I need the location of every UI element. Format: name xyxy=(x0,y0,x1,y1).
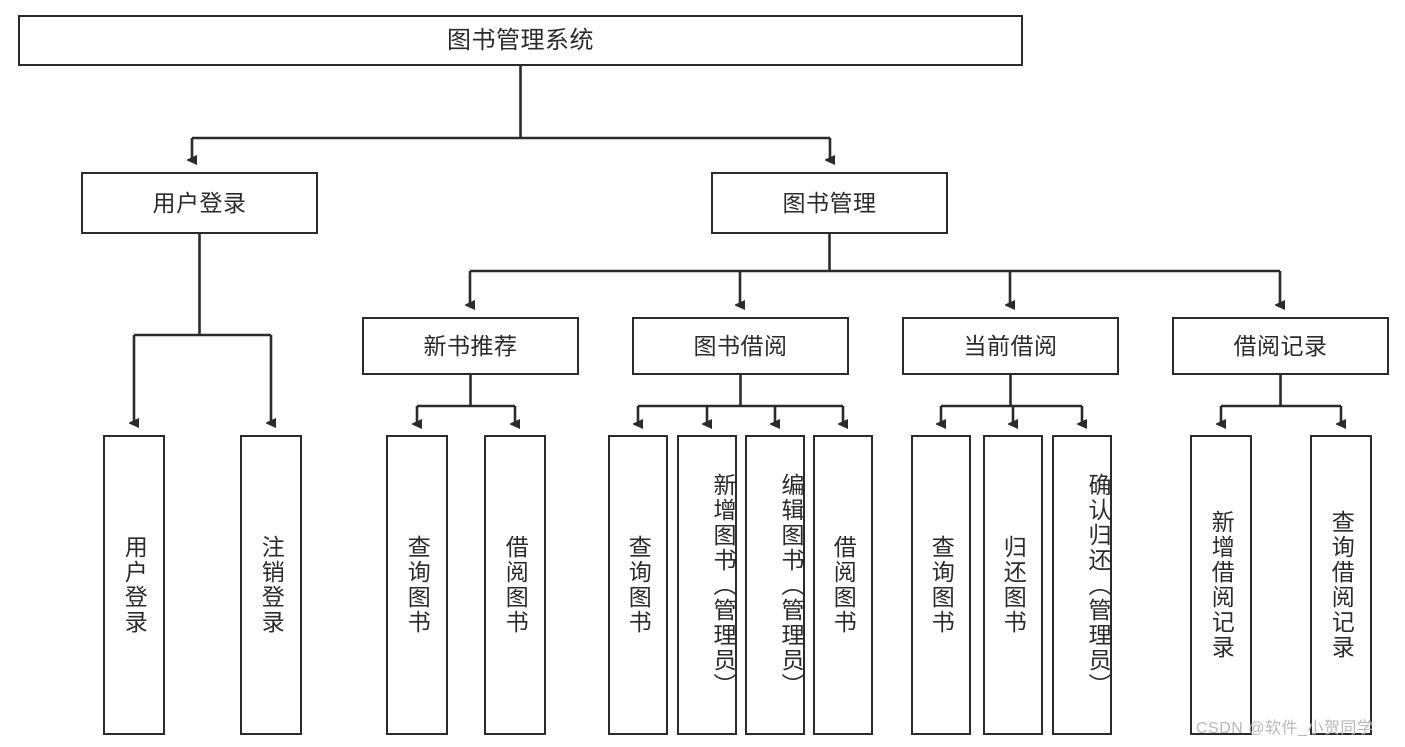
node-leaf-add-book[interactable]: 新增图书（管理员） xyxy=(677,435,737,735)
csdn-watermark: CSDN @软件_小贺同学 xyxy=(1196,720,1374,737)
node-borrowing-record[interactable]: 借阅记录 xyxy=(1172,317,1389,375)
node-leaf-query-book-2[interactable]: 查询图书 xyxy=(608,435,668,735)
node-leaf-borrow-book-2[interactable]: 借阅图书 xyxy=(813,435,873,735)
node-new-book-recommendation[interactable]: 新书推荐 xyxy=(362,317,579,375)
node-leaf-confirm-return[interactable]: 确认归还（管理员） xyxy=(1052,435,1112,735)
node-book-borrowing[interactable]: 图书借阅 xyxy=(632,317,849,375)
node-leaf-logout[interactable]: 注销登录 xyxy=(240,435,302,735)
node-current-borrowing[interactable]: 当前借阅 xyxy=(902,317,1119,375)
node-leaf-user-login[interactable]: 用户登录 xyxy=(103,435,165,735)
node-leaf-query-record[interactable]: 查询借阅记录 xyxy=(1310,435,1372,735)
node-leaf-edit-book[interactable]: 编辑图书（管理员） xyxy=(745,435,805,735)
node-leaf-query-book-1[interactable]: 查询图书 xyxy=(386,435,448,735)
node-leaf-query-book-3[interactable]: 查询图书 xyxy=(911,435,971,735)
node-leaf-borrow-book-1[interactable]: 借阅图书 xyxy=(484,435,546,735)
node-user-login[interactable]: 用户登录 xyxy=(81,172,318,234)
node-leaf-add-record[interactable]: 新增借阅记录 xyxy=(1190,435,1252,735)
node-book-management[interactable]: 图书管理 xyxy=(711,172,948,234)
node-leaf-return-book[interactable]: 归还图书 xyxy=(983,435,1043,735)
node-root-system[interactable]: 图书管理系统 xyxy=(18,15,1023,66)
